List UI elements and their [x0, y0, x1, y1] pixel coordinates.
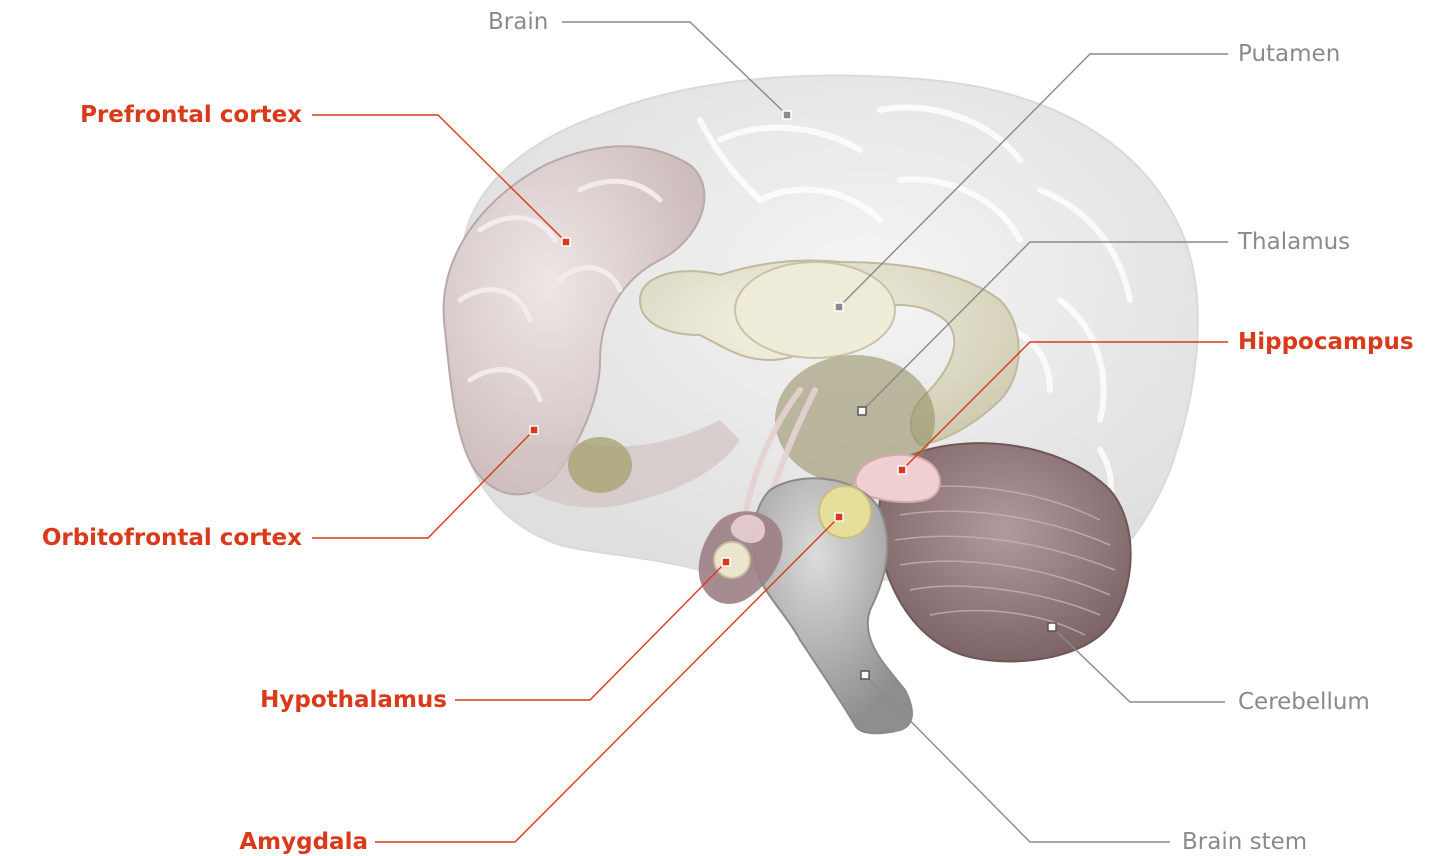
- marker-putamen: [835, 303, 843, 311]
- hypothalamus: [714, 542, 750, 578]
- marker-brainstem: [861, 671, 869, 679]
- marker-thalamus: [858, 407, 866, 415]
- label-brain-stem: Brain stem: [1182, 828, 1307, 856]
- label-orbitofrontal-cortex: Orbitofrontal cortex: [4, 524, 302, 552]
- label-brain: Brain: [488, 8, 548, 36]
- leader-hypothalamus: [455, 562, 726, 700]
- label-cerebellum: Cerebellum: [1238, 688, 1370, 716]
- putamen-body: [735, 262, 895, 358]
- marker-brain: [783, 111, 791, 119]
- marker-orbitofrontal: [530, 426, 538, 434]
- marker-hypothalamus: [722, 558, 730, 566]
- label-hypothalamus: Hypothalamus: [200, 686, 447, 714]
- label-hippocampus: Hippocampus: [1238, 328, 1414, 356]
- leader-brainstem: [865, 675, 1170, 842]
- label-amygdala: Amygdala: [200, 828, 368, 856]
- label-thalamus: Thalamus: [1238, 228, 1350, 256]
- label-prefrontal-cortex: Prefrontal cortex: [40, 101, 302, 129]
- marker-prefrontal: [562, 238, 570, 246]
- marker-hippocampus: [898, 466, 906, 474]
- label-putamen: Putamen: [1238, 40, 1340, 68]
- orbitofrontal-nucleus: [568, 437, 632, 493]
- marker-amygdala: [835, 513, 843, 521]
- marker-cerebellum: [1048, 623, 1056, 631]
